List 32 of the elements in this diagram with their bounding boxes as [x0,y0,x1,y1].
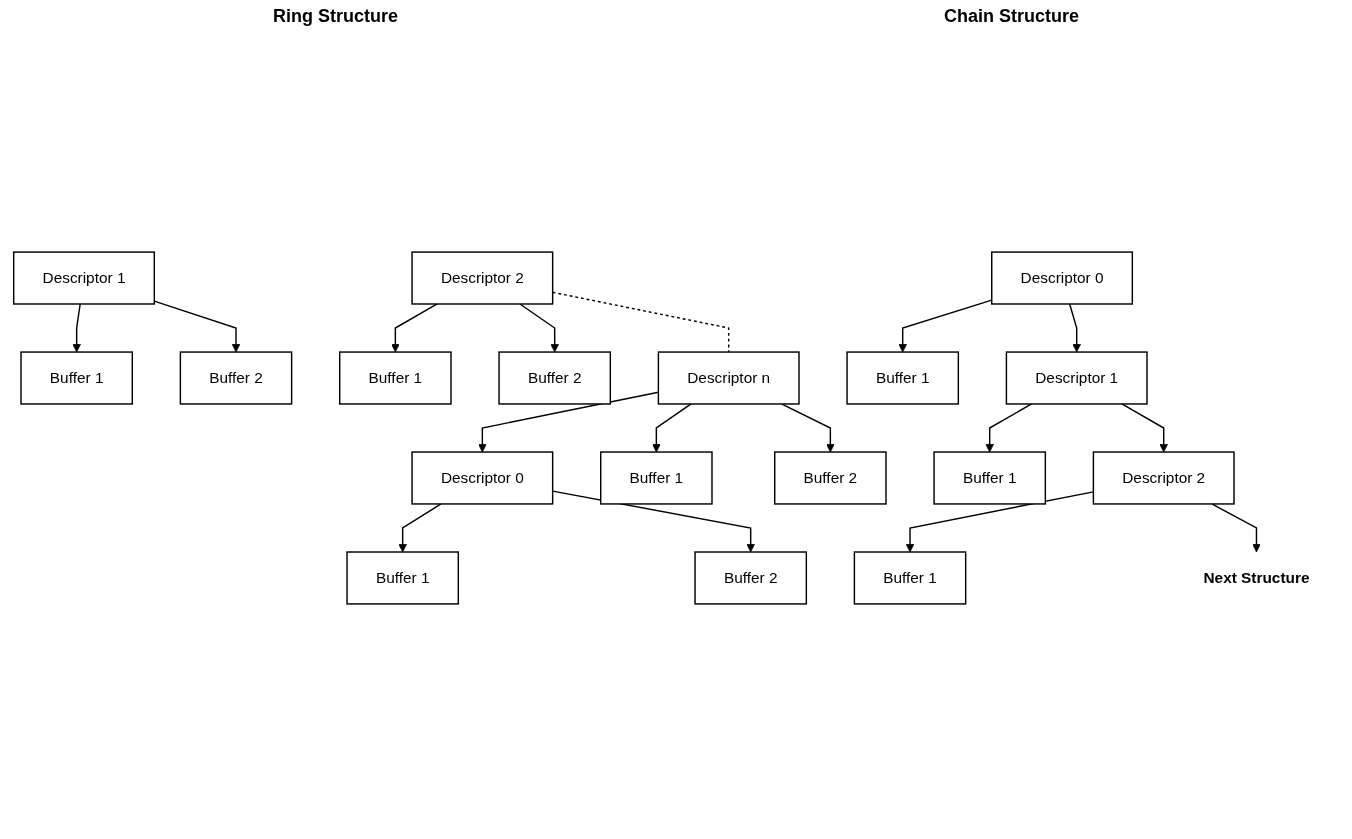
node-box: Descriptor n [657,351,800,405]
arrow [398,503,442,553]
arrow [72,303,81,353]
node-box: Buffer 1 [339,351,452,405]
node-box: Buffer 1 [846,351,960,405]
arrow [519,303,559,353]
node-box: Buffer 2 [498,351,612,405]
arrow [985,403,1033,453]
node-box: Buffer 2 [179,351,293,405]
node-box: Descriptor 0 [991,251,1134,305]
section-heading: Ring Structure [273,6,398,27]
node-box: Buffer 1 [346,551,460,605]
node-box: Descriptor 2 [1092,451,1235,505]
node-box: Buffer 2 [774,451,887,505]
node-box: Buffer 1 [20,351,133,405]
node-text: Next Structure [1203,569,1310,586]
arrow [1068,303,1081,353]
arrow [652,403,692,453]
node-box: Buffer 2 [694,551,808,605]
arrow [391,303,438,353]
node-box: Buffer 1 [933,451,1047,505]
node-box: Descriptor 0 [411,451,554,505]
arrow [1211,503,1261,553]
node-box: Buffer 1 [600,451,713,505]
arrow [153,300,241,353]
node-box: Descriptor 2 [411,251,554,305]
arrow [780,403,835,453]
node-box: Descriptor 1 [1005,351,1148,405]
node-box: Descriptor 1 [12,251,155,305]
node-box: Buffer 1 [853,551,967,605]
section-heading: Chain Structure [943,6,1079,27]
arrow [1121,403,1168,453]
